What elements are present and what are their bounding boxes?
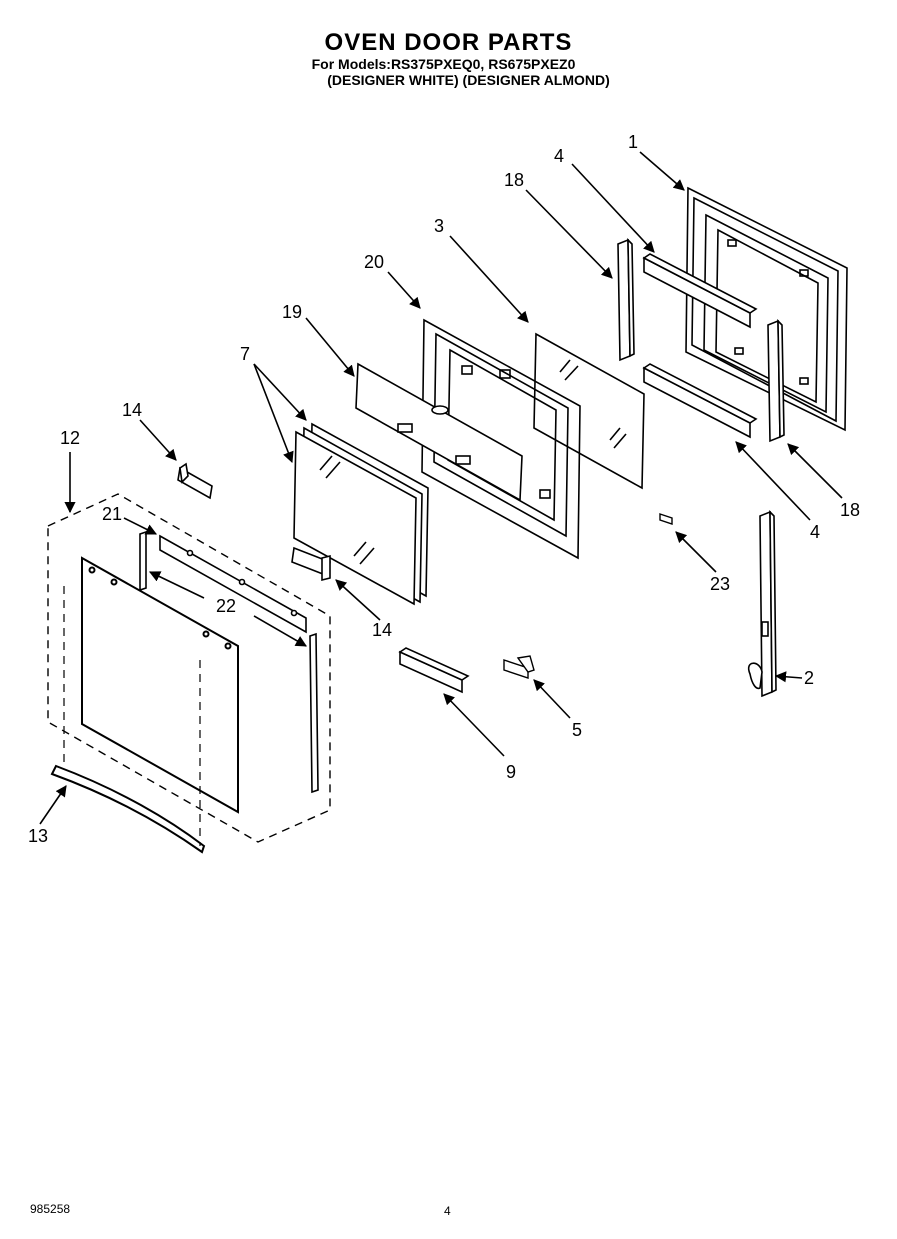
part-5-latch [503, 655, 535, 679]
callout-1: 1 [628, 132, 638, 152]
callout-4-top: 4 [554, 146, 564, 166]
part-19-shield [355, 362, 523, 502]
page-number: 4 [444, 1204, 451, 1218]
part-1-outer-door-frame [685, 186, 848, 432]
callout-5: 5 [572, 720, 582, 740]
callout-18-bottom: 18 [840, 500, 860, 520]
document-number: 985258 [30, 1202, 71, 1216]
part-7-glass-panels [293, 422, 429, 606]
outer-door-panel [81, 556, 239, 814]
models-line: For Models:RS375PXEQ0, RS675PXEZ0 [311, 56, 576, 72]
callout-19: 19 [282, 302, 302, 322]
callout-14-bottom: 14 [372, 620, 392, 640]
part-2-hinge [747, 510, 777, 698]
callout-4-bottom: 4 [810, 522, 820, 542]
part-18-strips [617, 238, 785, 443]
part-23-clip [659, 513, 673, 525]
callout-22: 22 [216, 596, 236, 616]
callout-21: 21 [102, 504, 122, 524]
callout-12: 12 [60, 428, 80, 448]
callout-2: 2 [804, 668, 814, 688]
callout-3: 3 [434, 216, 444, 236]
callout-7: 7 [240, 344, 250, 364]
part-4-channels [642, 253, 758, 439]
part-21-top-trim [159, 534, 307, 634]
part-3-glass-panel [533, 332, 645, 490]
part-9-spacer [398, 647, 470, 694]
part-12-door-assembly [47, 493, 331, 843]
part-22-side-trims [139, 530, 319, 794]
callout-14-top: 14 [122, 400, 142, 420]
callout-labels: 1 4 18 3 20 19 7 14 12 21 22 14 13 9 5 2… [28, 132, 860, 846]
callout-13: 13 [28, 826, 48, 846]
page-header: OVEN DOOR PARTS For Models:RS375PXEQ0, R… [0, 29, 897, 89]
callout-23: 23 [710, 574, 730, 594]
callout-18-top: 18 [504, 170, 524, 190]
page-title: OVEN DOOR PARTS [324, 29, 573, 56]
part-14-brackets [177, 462, 331, 582]
leader-lines [39, 151, 843, 825]
callout-20: 20 [364, 252, 384, 272]
callout-9: 9 [506, 762, 516, 782]
designs-line: (DESIGNER WHITE) (DESIGNER ALMOND) [327, 72, 610, 88]
part-13-handle [50, 586, 206, 854]
